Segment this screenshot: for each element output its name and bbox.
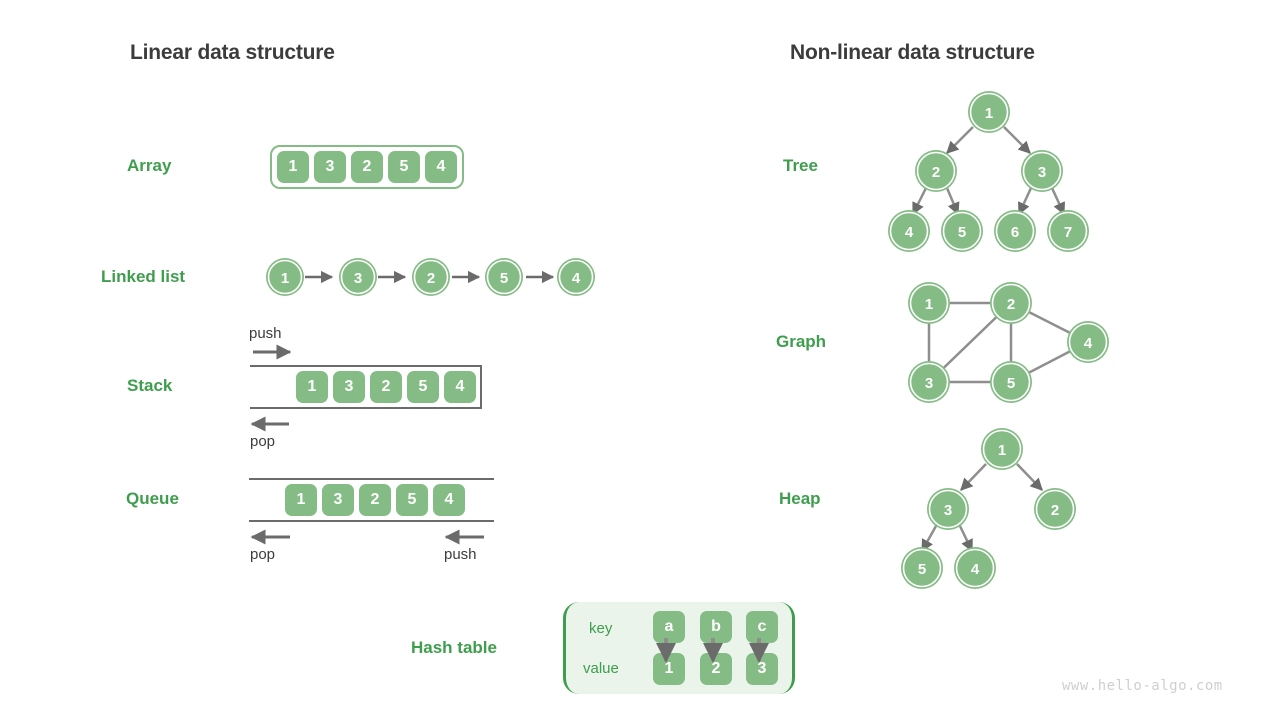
stack-push-label: push bbox=[249, 325, 282, 342]
tree-node: 1 bbox=[968, 91, 1010, 133]
svg-text:3: 3 bbox=[944, 502, 952, 519]
linked-list-label: Linked list bbox=[101, 267, 186, 286]
stack-cells: 1 3 2 5 4 bbox=[296, 371, 476, 403]
queue-pop-label: pop bbox=[250, 546, 276, 563]
tree-node: 6 bbox=[994, 210, 1036, 252]
array-container: 1 3 2 5 4 bbox=[270, 145, 464, 189]
svg-text:4: 4 bbox=[971, 561, 980, 578]
hash-key-label: key bbox=[589, 620, 613, 637]
svg-text:3: 3 bbox=[925, 375, 933, 392]
queue-cell[interactable]: 1 bbox=[285, 484, 317, 516]
svg-text:4: 4 bbox=[905, 224, 914, 241]
linked-list-node: 1 bbox=[266, 258, 304, 296]
stack-label: Stack bbox=[127, 376, 173, 395]
heap-graphic: 1 3 2 5 4 bbox=[901, 428, 1076, 589]
svg-text:7: 7 bbox=[1064, 224, 1072, 241]
tree-node: 3 bbox=[1021, 150, 1063, 192]
queue-cell[interactable]: 3 bbox=[322, 484, 354, 516]
heap-label: Heap bbox=[779, 489, 821, 508]
svg-text:5: 5 bbox=[1007, 375, 1015, 392]
stack-cell[interactable]: 5 bbox=[407, 371, 439, 403]
array-label: Array bbox=[127, 156, 172, 175]
svg-text:1: 1 bbox=[925, 296, 933, 313]
graph-node: 2 bbox=[990, 282, 1032, 324]
hash-value-label: value bbox=[583, 660, 619, 677]
linked-list-node: 3 bbox=[339, 258, 377, 296]
hash-table-panel: key value a b c 1 2 3 bbox=[563, 602, 795, 694]
nonlinear-section-title: Non-linear data structure bbox=[790, 41, 1035, 64]
svg-text:5: 5 bbox=[500, 270, 508, 287]
tree-label: Tree bbox=[783, 156, 818, 175]
graph-node: 1 bbox=[908, 282, 950, 324]
svg-text:2: 2 bbox=[932, 164, 940, 181]
svg-text:2: 2 bbox=[1051, 502, 1059, 519]
hash-key-cell[interactable]: a bbox=[653, 611, 685, 643]
svg-text:2: 2 bbox=[427, 270, 435, 287]
queue-container: 1 3 2 5 4 bbox=[249, 478, 494, 522]
svg-text:4: 4 bbox=[572, 270, 581, 287]
queue-cell[interactable]: 5 bbox=[396, 484, 428, 516]
stack-cell[interactable]: 3 bbox=[333, 371, 365, 403]
svg-text:3: 3 bbox=[1038, 164, 1046, 181]
array-cell[interactable]: 4 bbox=[425, 151, 457, 183]
linked-list-node: 5 bbox=[485, 258, 523, 296]
svg-text:6: 6 bbox=[1011, 224, 1019, 241]
queue-push-label: push bbox=[444, 546, 477, 563]
heap-node: 5 bbox=[901, 547, 943, 589]
svg-text:2: 2 bbox=[1007, 296, 1015, 313]
stack-cell[interactable]: 1 bbox=[296, 371, 328, 403]
queue-cell[interactable]: 4 bbox=[433, 484, 465, 516]
svg-text:1: 1 bbox=[281, 270, 289, 287]
heap-node: 3 bbox=[927, 488, 969, 530]
tree-node: 7 bbox=[1047, 210, 1089, 252]
tree-node: 5 bbox=[941, 210, 983, 252]
array-cell[interactable]: 2 bbox=[351, 151, 383, 183]
graph-node: 4 bbox=[1067, 321, 1109, 363]
svg-text:1: 1 bbox=[985, 105, 993, 122]
array-cell[interactable]: 1 bbox=[277, 151, 309, 183]
heap-node: 2 bbox=[1034, 488, 1076, 530]
hash-table-label: Hash table bbox=[411, 638, 497, 657]
hash-value-cell[interactable]: 2 bbox=[700, 653, 732, 685]
tree-node: 4 bbox=[888, 210, 930, 252]
graph-graphic: 1 2 3 4 5 bbox=[908, 282, 1109, 403]
stack-pop-label: pop bbox=[250, 433, 276, 450]
queue-label: Queue bbox=[126, 489, 179, 508]
stack-container: 1 3 2 5 4 bbox=[250, 365, 482, 409]
queue-cell[interactable]: 2 bbox=[359, 484, 391, 516]
heap-node: 4 bbox=[954, 547, 996, 589]
graph-node: 3 bbox=[908, 361, 950, 403]
hash-key-cell[interactable]: c bbox=[746, 611, 778, 643]
array-cell[interactable]: 3 bbox=[314, 151, 346, 183]
hash-key-cell[interactable]: b bbox=[700, 611, 732, 643]
stack-cell[interactable]: 4 bbox=[444, 371, 476, 403]
graph-node: 5 bbox=[990, 361, 1032, 403]
queue-cells: 1 3 2 5 4 bbox=[285, 484, 465, 516]
hash-value-cell[interactable]: 3 bbox=[746, 653, 778, 685]
heap-node: 1 bbox=[981, 428, 1023, 470]
linked-list-node: 4 bbox=[557, 258, 595, 296]
svg-text:5: 5 bbox=[958, 224, 966, 241]
linked-list-node: 2 bbox=[412, 258, 450, 296]
graph-label: Graph bbox=[776, 332, 827, 351]
svg-text:3: 3 bbox=[354, 270, 362, 287]
svg-text:5: 5 bbox=[918, 561, 926, 578]
linked-list-graphic: 1 3 2 5 4 bbox=[266, 258, 595, 296]
array-cell[interactable]: 5 bbox=[388, 151, 420, 183]
stack-cell[interactable]: 2 bbox=[370, 371, 402, 403]
svg-text:1: 1 bbox=[998, 442, 1006, 459]
tree-node: 2 bbox=[915, 150, 957, 192]
svg-text:4: 4 bbox=[1084, 335, 1093, 352]
hash-value-cell[interactable]: 1 bbox=[653, 653, 685, 685]
tree-graphic: 1 2 3 4 5 6 7 bbox=[888, 91, 1089, 252]
watermark: www.hello-algo.com bbox=[1062, 678, 1223, 694]
linear-section-title: Linear data structure bbox=[130, 41, 335, 64]
